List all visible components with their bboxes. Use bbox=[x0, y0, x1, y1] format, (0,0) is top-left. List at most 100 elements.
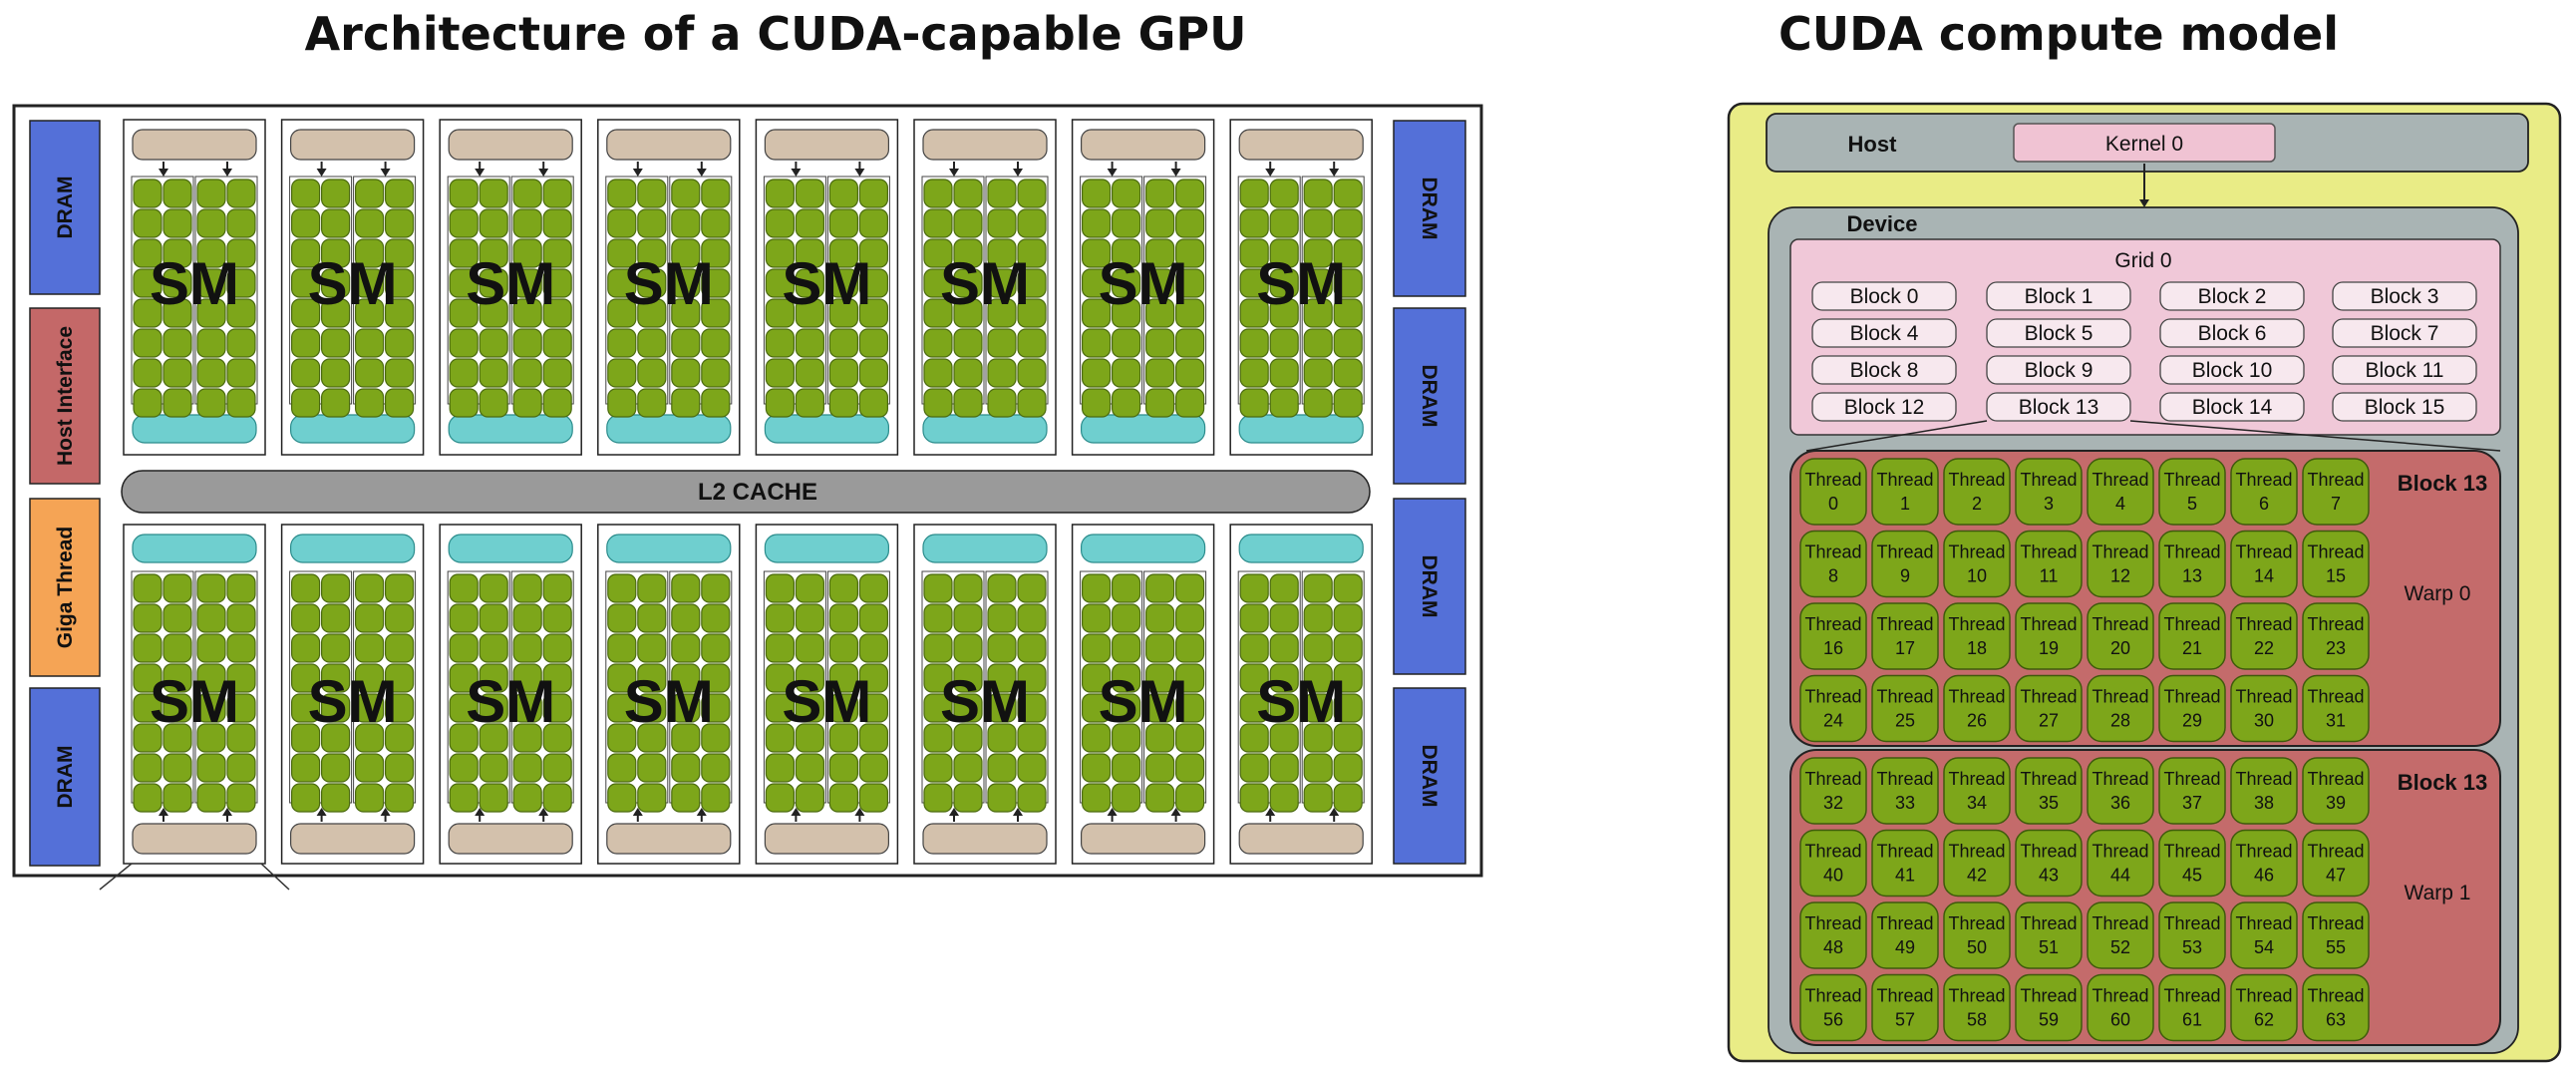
thread-index: 22 bbox=[2254, 638, 2274, 658]
thread-index: 63 bbox=[2326, 1010, 2346, 1030]
dispatch-arrow bbox=[316, 808, 327, 822]
core bbox=[1017, 208, 1047, 238]
thread-cell bbox=[2158, 458, 2226, 526]
core bbox=[858, 208, 889, 238]
core bbox=[828, 633, 859, 663]
core bbox=[1081, 298, 1112, 328]
thread-index: 7 bbox=[2331, 494, 2341, 514]
core bbox=[512, 179, 542, 208]
thread-index: 38 bbox=[2254, 793, 2274, 813]
core bbox=[1174, 783, 1205, 813]
core bbox=[1333, 388, 1363, 418]
core bbox=[701, 298, 731, 328]
core bbox=[291, 238, 321, 268]
core-column-frame bbox=[1080, 176, 1143, 405]
core bbox=[1081, 663, 1112, 693]
dram-right-3-label: DRAM bbox=[1418, 745, 1441, 808]
core bbox=[355, 783, 385, 813]
core bbox=[1303, 179, 1333, 208]
sm-unit: SM bbox=[439, 524, 582, 865]
core bbox=[987, 358, 1017, 388]
thread-cell bbox=[1943, 757, 2011, 825]
core bbox=[637, 663, 667, 693]
core bbox=[542, 633, 572, 663]
kernel-label: Kernel 0 bbox=[2105, 133, 2183, 156]
core bbox=[701, 328, 731, 358]
core bbox=[542, 298, 572, 328]
core bbox=[196, 723, 226, 753]
grid-block bbox=[1986, 281, 2131, 311]
thread-word: Thread bbox=[1876, 842, 1933, 862]
core bbox=[385, 693, 415, 723]
core bbox=[449, 268, 479, 298]
core bbox=[1174, 633, 1205, 663]
warp-label: Warp 0 bbox=[2405, 582, 2471, 605]
warp-scheduler-bar bbox=[290, 823, 416, 855]
thread-word: Thread bbox=[2092, 687, 2148, 707]
core bbox=[1111, 238, 1141, 268]
core bbox=[637, 298, 667, 328]
core bbox=[512, 693, 542, 723]
core bbox=[226, 179, 256, 208]
core bbox=[291, 603, 321, 633]
thread-word: Thread bbox=[2163, 687, 2220, 707]
core bbox=[512, 388, 542, 418]
thread-word: Thread bbox=[2235, 687, 2292, 707]
sm-cache-bar bbox=[922, 534, 1048, 563]
core bbox=[1303, 783, 1333, 813]
thread-cell bbox=[2230, 829, 2298, 898]
thread-index: 20 bbox=[2110, 638, 2130, 658]
core bbox=[1111, 693, 1141, 723]
core bbox=[133, 603, 162, 633]
core bbox=[828, 298, 859, 328]
core bbox=[479, 753, 508, 783]
thread-cell bbox=[2302, 602, 2370, 670]
host-interface-box-label: Host Interface bbox=[54, 326, 77, 466]
dispatch-arrow bbox=[1107, 162, 1118, 177]
thread-index: 5 bbox=[2187, 494, 2197, 514]
core bbox=[1144, 573, 1175, 603]
core bbox=[196, 603, 226, 633]
core bbox=[479, 723, 508, 753]
core bbox=[953, 358, 983, 388]
thread-cell bbox=[2087, 602, 2154, 670]
sm-label: SM bbox=[1099, 668, 1188, 735]
sm-label: SM bbox=[308, 668, 398, 735]
core bbox=[196, 633, 226, 663]
core bbox=[355, 298, 385, 328]
core bbox=[1081, 208, 1112, 238]
grid-block bbox=[1811, 392, 1957, 422]
thread-cell bbox=[1943, 829, 2011, 898]
core bbox=[355, 179, 385, 208]
core bbox=[671, 238, 701, 268]
core bbox=[795, 723, 825, 753]
thread-cell bbox=[2158, 829, 2226, 898]
core bbox=[1111, 663, 1141, 693]
thread-index: 17 bbox=[1895, 638, 1915, 658]
core bbox=[1111, 603, 1141, 633]
core bbox=[923, 238, 953, 268]
core bbox=[291, 783, 321, 813]
thread-word: Thread bbox=[2307, 842, 2364, 862]
grid-block bbox=[2332, 355, 2477, 385]
core bbox=[355, 753, 385, 783]
core bbox=[1239, 663, 1269, 693]
sm-cache-bar bbox=[132, 534, 257, 563]
gpu-title: Architecture of a CUDA-capable GPU bbox=[305, 7, 1247, 61]
core bbox=[1081, 238, 1112, 268]
thread-index: 27 bbox=[2039, 711, 2059, 731]
thread-cell bbox=[1799, 829, 1867, 898]
core bbox=[1269, 783, 1299, 813]
thread-word: Thread bbox=[1804, 614, 1861, 634]
core bbox=[479, 358, 508, 388]
core bbox=[1017, 783, 1047, 813]
thread-index: 42 bbox=[1967, 866, 1987, 886]
thread-cell bbox=[2015, 973, 2083, 1042]
core bbox=[196, 268, 226, 298]
core bbox=[291, 693, 321, 723]
core bbox=[1144, 358, 1175, 388]
thread-index: 24 bbox=[1823, 711, 1843, 731]
core bbox=[385, 573, 415, 603]
core bbox=[291, 663, 321, 693]
dispatch-arrow bbox=[1107, 808, 1118, 822]
